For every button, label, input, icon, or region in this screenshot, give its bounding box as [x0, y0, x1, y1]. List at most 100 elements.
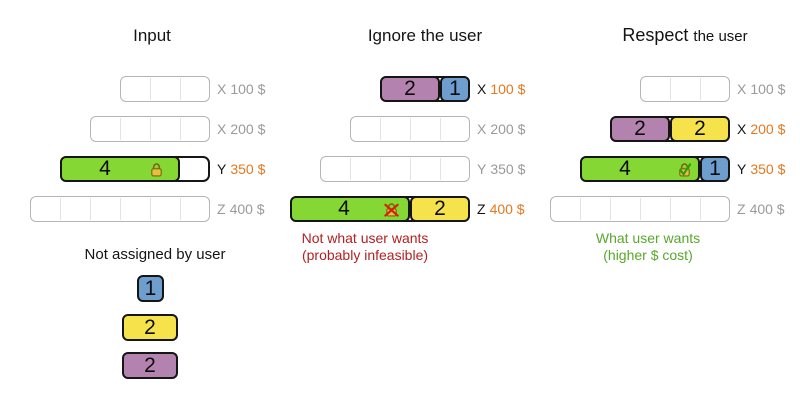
machine-price: 350 $ [750, 161, 786, 177]
unassigned-block: 1 [137, 275, 164, 302]
task-size: 2 [434, 197, 446, 220]
slot-separator [440, 118, 441, 140]
task-size: 2 [634, 117, 646, 140]
column-title-input: Input [133, 26, 171, 45]
machine-price: 100 $ [750, 81, 786, 97]
column-title-ignore: Ignore the user [367, 26, 483, 45]
slot-separator [150, 118, 151, 140]
caption-line-2: (higher $ cost) [603, 247, 693, 263]
task-size: 2 [144, 315, 156, 339]
machine-price: 100 $ [230, 81, 266, 97]
capacity-box [350, 116, 470, 142]
machine-name: X [477, 121, 487, 137]
machine-price: 200 $ [230, 121, 266, 137]
task-size: 2 [144, 353, 156, 377]
task-block: 2 [670, 116, 730, 142]
task-size: 4 [338, 197, 350, 220]
respect-caption: What user wants (higher $ cost) [548, 230, 748, 264]
machine-price: 350 $ [230, 161, 266, 177]
caption-line-1: What user wants [595, 230, 701, 246]
task-block: 2 [410, 196, 470, 222]
slot-separator [700, 78, 701, 100]
machine-name: X [217, 81, 227, 97]
column-title-main: Respect [622, 25, 689, 45]
slot-separator [610, 198, 611, 220]
task-size: 1 [144, 276, 157, 300]
capacity-box [320, 156, 470, 182]
machine-price: 200 $ [750, 121, 786, 137]
machine-price: 100 $ [490, 81, 526, 97]
task-block: 1 [440, 76, 470, 102]
slot-separator [670, 198, 671, 220]
slot-separator [180, 198, 181, 220]
slot-separator [380, 158, 381, 180]
slot-separator [580, 198, 581, 220]
machine-price: 400 $ [749, 201, 785, 217]
machine-name: Z [737, 201, 746, 217]
machine-name: X [217, 121, 227, 137]
task-size: 1 [449, 77, 461, 100]
task-size: 2 [404, 77, 416, 100]
machine-price: 350 $ [490, 161, 526, 177]
slot-separator [440, 158, 441, 180]
column-title-rest: the user [693, 28, 748, 45]
slot-separator [410, 118, 411, 140]
machine-name: X [477, 81, 487, 97]
slot-separator [700, 198, 701, 220]
unassigned-block: 2 [122, 314, 178, 341]
task-block: 4 [290, 196, 410, 222]
machine-name: Y [737, 161, 747, 177]
task-size: 2 [694, 117, 706, 140]
slot-separator [640, 198, 641, 220]
machine-name: Z [217, 201, 226, 217]
capacity-box [90, 116, 210, 142]
lock-check-icon [679, 163, 692, 177]
task-block: 1 [700, 156, 730, 182]
caption-line-2: (probably infeasible) [301, 247, 429, 263]
unassigned-block: 2 [122, 352, 178, 379]
task-size: 4 [619, 157, 631, 180]
slot-separator [120, 118, 121, 140]
task-block: 4 [580, 156, 700, 182]
slot-separator [90, 198, 91, 220]
capacity-box [120, 76, 210, 102]
unassigned-title: Not assigned by user [84, 246, 226, 263]
task-size: 1 [709, 157, 721, 180]
task-block: 2 [610, 116, 670, 142]
machine-name: X [737, 121, 747, 137]
task-block: 4 [60, 156, 180, 182]
slot-separator [670, 78, 671, 100]
machine-name: Z [477, 201, 486, 217]
slot-separator [60, 198, 61, 220]
machine-price: 200 $ [490, 121, 526, 137]
slot-separator [150, 198, 151, 220]
caption-line-1: Not what user wants [301, 230, 429, 246]
ignore-caption: Not what user wants (probably infeasible… [265, 230, 465, 264]
slot-separator [410, 158, 411, 180]
capacity-box [640, 76, 730, 102]
machine-name: X [737, 81, 747, 97]
slot-separator [380, 118, 381, 140]
capacity-box [30, 196, 210, 222]
machine-price: 400 $ [229, 201, 265, 217]
slot-separator [120, 198, 121, 220]
slot-separator [180, 118, 181, 140]
slot-separator [150, 78, 151, 100]
machine-price: 400 $ [489, 201, 525, 217]
machine-name: Y [217, 161, 227, 177]
slot-separator [350, 158, 351, 180]
task-block: 2 [380, 76, 440, 102]
